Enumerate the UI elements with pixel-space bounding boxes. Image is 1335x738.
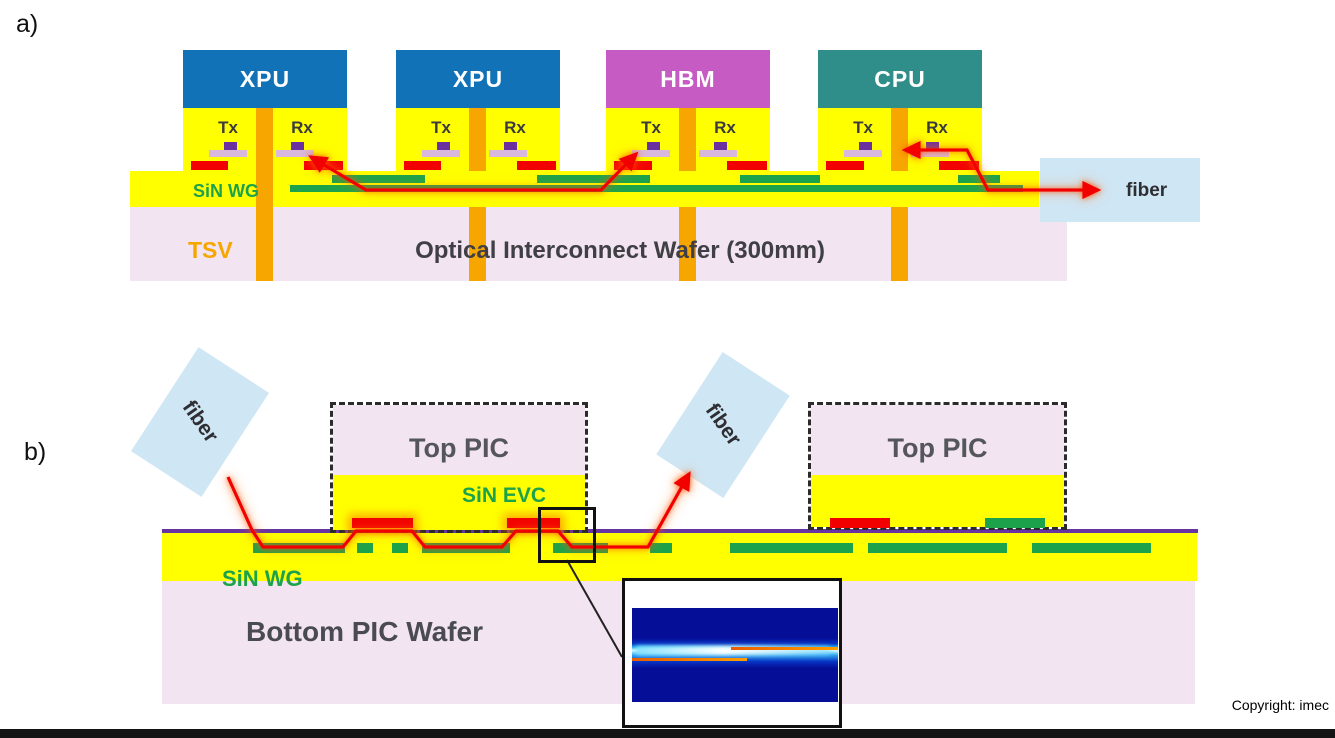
waveguide-segment <box>332 175 425 183</box>
rx-detector <box>291 142 304 152</box>
rx-label: Rx <box>504 118 526 137</box>
rx-coupler <box>727 161 767 170</box>
mode-simulation-inset <box>622 578 842 728</box>
fiber-label-b1: fiber <box>177 396 223 447</box>
rx-coupler <box>517 161 556 170</box>
sin-wg-label-a: SiN WG <box>193 181 259 201</box>
mode-waveguide-bottom <box>632 657 748 661</box>
mode-glow-core <box>636 645 830 655</box>
tsv-column <box>256 108 273 281</box>
rx-coupler <box>939 161 979 170</box>
tx-modulator <box>437 142 450 152</box>
tx-coupler <box>614 161 652 170</box>
top-pic-1-die <box>333 405 585 475</box>
waveguide-segment <box>253 543 345 553</box>
rx-pad <box>911 150 949 157</box>
top-pic-1-label: Top PIC <box>409 433 509 463</box>
top-pic-2-label: Top PIC <box>887 433 988 463</box>
tsv-column <box>469 108 486 171</box>
tx-label: Tx <box>431 118 451 137</box>
rx-label: Rx <box>926 118 948 137</box>
tsv-column <box>679 207 696 281</box>
tx-label: Tx <box>641 118 661 137</box>
evc-coupler <box>352 518 413 528</box>
tx-coupler <box>404 161 441 170</box>
optical-mode-inset-image <box>632 608 838 702</box>
tsv-column <box>891 207 908 281</box>
tx-pad <box>632 150 670 157</box>
tsv-column <box>679 108 696 171</box>
top-pic-2: Top PIC <box>808 402 1067 530</box>
wafer-label-b: Bottom PIC Wafer <box>246 616 483 647</box>
tx-pad <box>422 150 460 157</box>
tx-label: Tx <box>218 118 238 137</box>
zoom-region-square <box>538 507 596 563</box>
tx-pad <box>209 150 247 157</box>
chip-xpu-1: XPU <box>183 50 347 108</box>
waveguide-segment <box>1032 543 1151 553</box>
tx-coupler <box>191 161 228 170</box>
rx-pad <box>699 150 737 157</box>
rx-pad <box>489 150 527 157</box>
tx-modulator <box>647 142 660 152</box>
mode-waveguide-top <box>730 646 838 650</box>
waveguide-segment <box>730 543 853 553</box>
tx-coupler <box>826 161 864 170</box>
fiber-block-b2: fiber <box>656 352 790 498</box>
chip-cpu: CPU <box>818 50 982 108</box>
waveguide-segment <box>537 175 650 183</box>
tx-modulator <box>859 142 872 152</box>
rx-pad <box>276 150 314 157</box>
waveguide-segment <box>740 175 820 183</box>
bottom-black-bar <box>0 729 1335 738</box>
waveguide-segment <box>868 543 1007 553</box>
optical-interconnect-wafer <box>130 207 1067 281</box>
rx-detector <box>504 142 517 152</box>
chip-hbm: HBM <box>606 50 770 108</box>
panel-b-label: b) <box>24 438 47 466</box>
tx-modulator <box>224 142 237 152</box>
tsv-column <box>469 207 486 281</box>
fiber-label-b2: fiber <box>700 399 746 450</box>
sin-wg-label-b: SiN WG <box>222 566 303 591</box>
panel-a-label: a) <box>16 10 39 38</box>
chip-xpu-2: XPU <box>396 50 560 108</box>
fiber-block-b1: fiber <box>131 347 269 497</box>
tx-pad <box>844 150 882 157</box>
evc-coupler <box>830 518 890 528</box>
fiber-label-a: fiber <box>1126 180 1168 201</box>
rx-detector <box>714 142 727 152</box>
waveguide-segment <box>392 543 408 553</box>
sin-waveguide-layer-b <box>162 531 1197 581</box>
tsv-column <box>891 108 908 171</box>
tsv-label: TSV <box>188 237 233 263</box>
evc-coupler-green <box>985 518 1045 528</box>
main-sin-waveguide <box>290 185 1023 192</box>
waveguide-segment <box>958 175 1000 183</box>
wafer-label-a: Optical Interconnect Wafer (300mm) <box>415 237 825 264</box>
rx-label: Rx <box>291 118 313 137</box>
fiber-block-a <box>1040 158 1200 222</box>
rx-label: Rx <box>714 118 736 137</box>
waveguide-segment <box>422 543 510 553</box>
waveguide-segment <box>650 543 672 553</box>
top-pic-2-die <box>811 405 1064 475</box>
sin-evc-label: SiN EVC <box>462 484 547 507</box>
waveguide-segment <box>357 543 373 553</box>
copyright-text: Copyright: imec <box>1231 697 1329 713</box>
tx-label: Tx <box>853 118 873 137</box>
rx-coupler <box>304 161 343 170</box>
